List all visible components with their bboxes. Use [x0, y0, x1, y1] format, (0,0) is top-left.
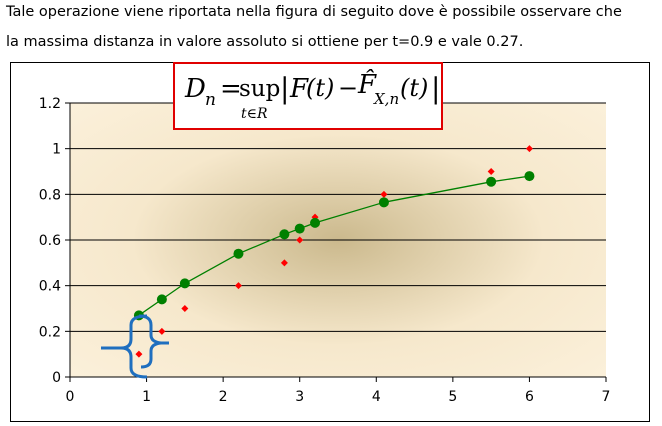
x-tick-label-1: 1 [142, 389, 151, 405]
y-tick-label-3: 0.6 [39, 233, 61, 249]
fitted-point-3 [233, 248, 244, 259]
empirical-point-2 [181, 305, 189, 312]
x-tick-label-2: 2 [219, 389, 228, 405]
formula-arg-2: (t) [400, 74, 429, 102]
x-tick-label-0: 0 [66, 389, 75, 405]
formula-equals: = [220, 74, 242, 104]
x-tick-label-6: 6 [525, 389, 534, 405]
formula-abs-right: | [431, 72, 441, 105]
empirical-point-3 [234, 282, 242, 290]
empirical-point-5 [296, 236, 304, 244]
y-tick-label-5: 1 [52, 142, 61, 158]
formula-abs-left: | [280, 72, 290, 105]
fitted-point-8 [486, 176, 497, 187]
formula-F-hat-sub: X,n [374, 90, 400, 108]
paragraph-line-2: la massima distanza in valore assoluto s… [6, 34, 524, 50]
y-tick-label-4: 0.8 [39, 187, 61, 203]
empirical-point-1 [158, 327, 166, 335]
formula-box: D n = sup t∈R | F (t) − F̂ X,n (t) | [173, 62, 443, 130]
empirical-point-8 [487, 168, 495, 175]
formula-lhs-sub: n [205, 90, 216, 110]
chart-svg: 0 0.2 0.4 0.6 0.8 1 1.2 0 1 2 3 4 5 6 7 [39, 96, 611, 405]
y-tick-label-0: 0 [52, 370, 61, 386]
formula-sup-sub: t∈R [241, 106, 268, 122]
x-tick-label-3: 3 [295, 389, 304, 405]
fitted-point-5 [294, 223, 305, 234]
formula-minus: − [338, 74, 359, 102]
formula-lhs: D [185, 74, 206, 104]
formula-F: F [290, 74, 309, 104]
fitted-point-2 [179, 278, 190, 289]
empirical-point-0 [135, 350, 143, 358]
fitted-point-6 [310, 217, 321, 228]
paragraph-line-1: Tale operazione viene riportata nella fi… [6, 4, 622, 20]
formula-arg-1: (t) [306, 74, 335, 102]
formula-sup: sup [239, 76, 281, 102]
fitted-point-1 [156, 294, 167, 305]
x-tick-label-4: 4 [372, 389, 381, 405]
empirical-point-9 [525, 145, 533, 153]
y-tick-label-1: 0.2 [39, 324, 61, 340]
empirical-point-4 [280, 259, 288, 267]
y-tick-label-2: 0.4 [39, 279, 61, 295]
empirical-point-7 [380, 190, 388, 198]
fitted-point-7 [378, 197, 389, 208]
fitted-point-4 [279, 229, 290, 240]
x-tick-label-7: 7 [602, 389, 611, 405]
x-tick-label-5: 5 [448, 389, 457, 405]
fitted-point-9 [524, 171, 535, 182]
fitted-cdf-line [138, 175, 530, 316]
formula-F-hat: F̂ [358, 70, 377, 100]
y-tick-label-6: 1.2 [39, 96, 61, 112]
